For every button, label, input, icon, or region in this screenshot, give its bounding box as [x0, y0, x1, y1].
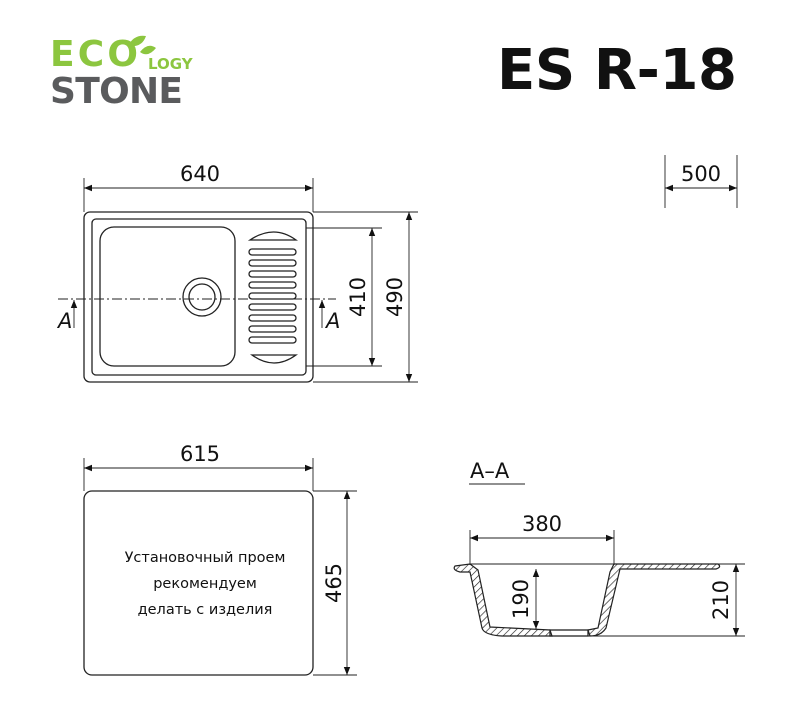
cabinet-dimension: 500	[664, 155, 738, 208]
note-line-2: рекомендуем	[153, 576, 257, 592]
logo-stone: STONE	[50, 71, 183, 112]
dim-490: 490	[383, 277, 407, 317]
brand-logo: ECO LOGY STONE	[50, 34, 194, 112]
logo-eco: ECO	[50, 34, 138, 75]
dim-615: 615	[180, 442, 220, 466]
dim-190: 190	[509, 579, 533, 619]
cutout-view: 615 465 Установочный проем рекомендуем д…	[83, 442, 357, 676]
dim-410: 410	[346, 277, 370, 317]
dim-380: 380	[522, 512, 562, 536]
note-line-1: Установочный проем	[125, 550, 286, 566]
bowl	[99, 226, 236, 367]
leaf-icon	[128, 35, 156, 55]
drain-outer	[182, 277, 222, 317]
top-view: 640 A A 410	[56, 162, 418, 383]
drain-inner	[188, 283, 216, 311]
dim-640: 640	[180, 162, 220, 186]
section-view: A–A 380 190 210	[453, 459, 745, 637]
logo-logy: LOGY	[148, 55, 194, 73]
model-title: ES R-18	[497, 38, 737, 103]
dim-500: 500	[681, 162, 721, 186]
section-right-wall	[587, 563, 721, 637]
dim-465: 465	[322, 563, 346, 603]
dim-210: 210	[709, 580, 733, 620]
note-line-3: делать с изделия	[138, 602, 273, 618]
section-label: A–A	[470, 459, 510, 483]
section-left-wall	[453, 563, 553, 637]
section-marker-left: A	[56, 309, 72, 333]
drain-outlet	[549, 629, 589, 637]
drainboard-grooves	[247, 231, 299, 364]
section-marker-right: A	[324, 309, 340, 333]
